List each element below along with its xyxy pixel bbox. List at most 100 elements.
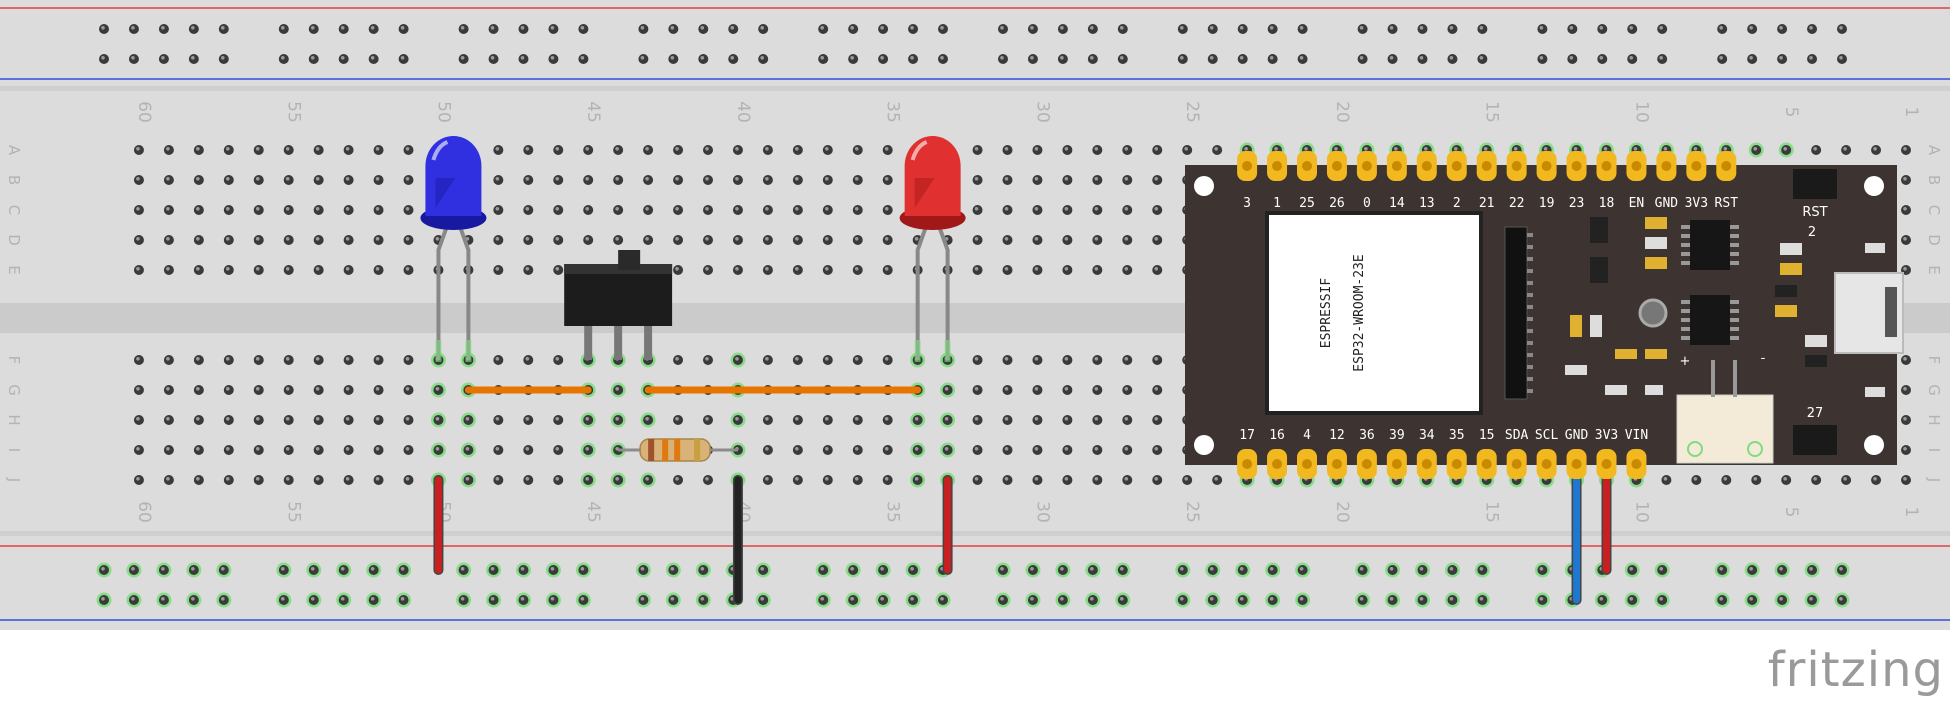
column-label-top: 25 [1182, 101, 1202, 123]
crystal [1638, 298, 1668, 328]
column-label-bottom: 20 [1332, 501, 1352, 523]
pin-label-bottom: VIN [1625, 428, 1648, 443]
pin-label-bottom: 34 [1419, 428, 1435, 443]
pin-label-top: EN [1629, 196, 1645, 211]
usb-uart-chip [1690, 295, 1730, 345]
column-label-top: 5 [1781, 107, 1801, 118]
led-red-leg [936, 224, 950, 360]
column-label-bottom: 55 [284, 501, 304, 523]
regulator-chip [1690, 220, 1730, 270]
pin-label-top: 23 [1569, 196, 1585, 211]
column-label-bottom: 45 [583, 501, 603, 523]
row-label: C [1925, 205, 1943, 215]
switch-pin [614, 326, 623, 360]
smd-component [1590, 257, 1608, 283]
rst-button [1793, 169, 1837, 199]
pin-label-bottom: 16 [1269, 428, 1285, 443]
smd-component [1775, 285, 1797, 297]
smd-component [1615, 349, 1637, 359]
row-label: G [1925, 384, 1943, 396]
column-label-top: 40 [733, 101, 753, 123]
column-label-top: 35 [883, 101, 903, 123]
pin-label-bottom: 15 [1479, 428, 1495, 443]
pin-label-top: 3V3 [1685, 196, 1708, 211]
pin-label-bottom: 12 [1329, 428, 1345, 443]
pin-label-bottom: 4 [1303, 428, 1311, 443]
mount-hole [1194, 435, 1214, 455]
pin-label-bottom: 39 [1389, 428, 1405, 443]
row-label: A [1925, 145, 1943, 156]
led-red-leg [915, 224, 929, 360]
row-label: H [1925, 414, 1943, 425]
smd-component [1805, 335, 1827, 347]
column-label-top: 10 [1631, 101, 1651, 123]
pin-label-top: 1 [1273, 196, 1281, 211]
switch-pin [584, 326, 593, 360]
column-label-bottom: 10 [1631, 501, 1651, 523]
row-label: J [1925, 477, 1943, 482]
smd-component [1645, 349, 1667, 359]
resistor-band [694, 439, 701, 461]
column-label-top: 60 [134, 101, 154, 123]
row-label: A [5, 145, 23, 156]
pin-label-top: 2 [1453, 196, 1461, 211]
rst-label: RST [1802, 205, 1827, 220]
smd-component [1865, 243, 1885, 253]
column-label-top: 55 [284, 101, 304, 123]
column-label-top: 45 [583, 101, 603, 123]
smd-component [1645, 385, 1663, 395]
mount-hole [1194, 176, 1214, 196]
switch-body [564, 264, 673, 326]
smd-component [1645, 217, 1667, 229]
row-label: D [5, 234, 23, 246]
column-label-top: 15 [1482, 101, 1502, 123]
row-label: I [5, 448, 23, 452]
label-2: 2 [1808, 225, 1816, 240]
pin-label-top: 19 [1539, 196, 1555, 211]
smd-component [1565, 365, 1587, 375]
pin-label-bottom: SDA [1505, 428, 1529, 443]
row-label: H [5, 414, 23, 425]
pin-label-top: 3 [1243, 196, 1251, 211]
pin-label-top: GND [1655, 196, 1679, 211]
column-label-bottom: 35 [883, 501, 903, 523]
pin-label-bottom: 3V3 [1595, 428, 1618, 443]
column-label-bottom: 15 [1482, 501, 1502, 523]
row-label: B [1925, 175, 1943, 185]
pin-label-top: 14 [1389, 196, 1405, 211]
led-blue-body [425, 136, 482, 216]
mount-hole [1864, 435, 1884, 455]
pin-label-top: 26 [1329, 196, 1345, 211]
pin-label-bottom: 35 [1449, 428, 1465, 443]
pin-label-top: 25 [1299, 196, 1315, 211]
row-label: C [5, 205, 23, 215]
smd-component [1865, 387, 1885, 397]
smd-component [1780, 263, 1802, 275]
pin-label-top: 13 [1419, 196, 1435, 211]
smd-component [1645, 237, 1667, 249]
wroom-module [1265, 211, 1483, 415]
bottom-power-rail [0, 536, 1950, 630]
column-label-top: 50 [433, 101, 453, 123]
row-label: G [5, 384, 23, 396]
smd-component [1805, 355, 1827, 367]
pin-label-bottom: 36 [1359, 428, 1375, 443]
module-brand: ESPRESSIF [1319, 278, 1334, 349]
pin-label-top: 18 [1599, 196, 1615, 211]
battery-connector [1676, 394, 1774, 464]
row-label: I [1925, 448, 1943, 452]
column-label-bottom: 5 [1781, 507, 1801, 518]
column-label-bottom: 25 [1182, 501, 1202, 523]
minus-label: - [1761, 351, 1766, 366]
row-label: J [5, 477, 23, 482]
switch-slider [618, 250, 641, 270]
pin-label-top: 0 [1363, 196, 1371, 211]
mount-hole [1864, 176, 1884, 196]
switch-pin [644, 326, 653, 360]
resistor-band [648, 439, 655, 461]
pin-label-bottom: GND [1565, 428, 1589, 443]
resistor-band [662, 439, 669, 461]
row-label: D [1925, 234, 1943, 246]
